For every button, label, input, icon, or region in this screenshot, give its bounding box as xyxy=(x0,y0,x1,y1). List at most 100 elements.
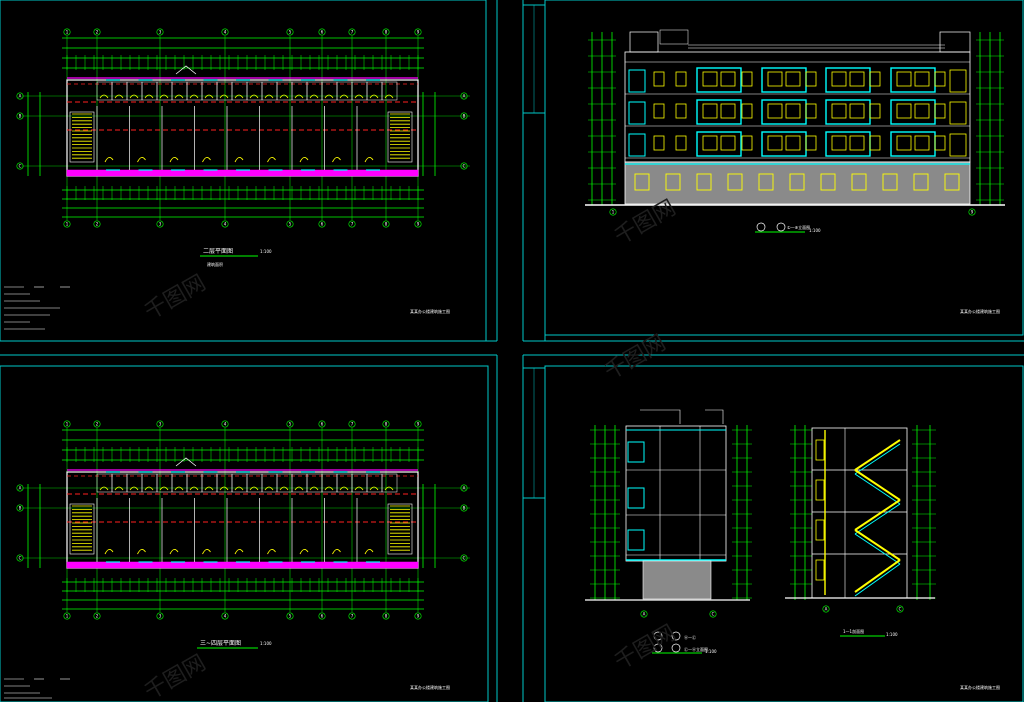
axis-bubble xyxy=(318,612,326,620)
stair-flight xyxy=(854,499,901,531)
axis-bubble-label: A xyxy=(643,612,646,617)
plan-bottom-title-block: 某某办公楼建筑施工图 xyxy=(410,684,450,690)
axis-bubble xyxy=(460,484,468,492)
stair-flight-edge xyxy=(854,533,901,565)
axis-bubble xyxy=(968,208,976,216)
door-swing xyxy=(104,157,114,163)
door-swing xyxy=(234,94,244,99)
stair-flight-edge xyxy=(854,503,901,535)
door-swing xyxy=(219,486,229,491)
door-swing xyxy=(369,94,379,99)
door-swing xyxy=(169,549,179,555)
axis-bubble xyxy=(16,92,24,100)
door-swing xyxy=(159,486,169,491)
axis-bubble xyxy=(460,162,468,170)
axis-bubble xyxy=(156,612,164,620)
axis-bubble xyxy=(16,554,24,562)
axis-bubble-label: A xyxy=(19,486,22,491)
door-swing xyxy=(279,486,289,491)
axis-bubble-label: 6 xyxy=(321,222,324,227)
axis-bubble xyxy=(221,28,229,36)
axis-bubble xyxy=(348,420,356,428)
door-swing xyxy=(204,94,214,99)
door-swing xyxy=(299,549,309,555)
door-swing xyxy=(364,157,374,163)
door-swing xyxy=(99,486,109,491)
door-swing xyxy=(202,549,211,555)
door-swing xyxy=(189,94,199,99)
axis-bubble-label: B xyxy=(463,114,466,119)
axis-bubble xyxy=(414,28,422,36)
door-swing xyxy=(144,486,154,491)
axis-bubble xyxy=(286,28,294,36)
door-swing xyxy=(354,94,364,99)
axis-bubble-label: 8 xyxy=(385,30,388,35)
axis-bubble-label: 1 xyxy=(66,222,69,227)
stair-flight xyxy=(854,559,901,593)
door-swing xyxy=(264,486,274,491)
door-swing xyxy=(324,94,334,99)
front-elevation-scale: 1:100 xyxy=(809,228,821,233)
door-swing xyxy=(174,486,184,491)
side-elevation-title-bottom: Ⓒ—Ⓐ立面图 xyxy=(684,646,708,652)
axis-bubble xyxy=(414,220,422,228)
axis-bubble xyxy=(16,112,24,120)
axis-bubble xyxy=(414,612,422,620)
front-elevation-title-text: ①—⑨立面图 xyxy=(787,224,810,230)
door-swing xyxy=(339,486,349,491)
axis-bubble xyxy=(93,220,101,228)
axis-bubble xyxy=(382,612,390,620)
axis-bubble-label: A xyxy=(825,607,828,612)
door-swing xyxy=(129,94,139,99)
door-swing xyxy=(364,549,374,555)
door-swing xyxy=(99,94,109,99)
axis-bubble-label: 3 xyxy=(159,422,162,427)
axis-bubble-label: 8 xyxy=(385,614,388,619)
door-swing xyxy=(202,157,211,163)
axis-bubble xyxy=(16,484,24,492)
door-swing xyxy=(279,94,289,99)
axis-bubble-label: 3 xyxy=(159,222,162,227)
side-elevation-title-top: Ⓐ—Ⓒ xyxy=(684,634,696,640)
axis-bubble-label: 2 xyxy=(96,614,99,619)
axis-bubble-label: C xyxy=(463,556,466,561)
door-swing xyxy=(189,486,199,491)
axis-bubble xyxy=(348,28,356,36)
watermark-5: 千图网 xyxy=(611,621,681,676)
axis-bubble xyxy=(16,162,24,170)
stair-flight xyxy=(854,439,901,471)
axis-bubble-label: 2 xyxy=(96,422,99,427)
axis-bubble xyxy=(348,612,356,620)
axis-bubble-label: B xyxy=(463,506,466,511)
door-swing xyxy=(309,94,319,99)
front-elevation-title: ①—⑨立面图 1:100 某某办公楼建筑施工图 xyxy=(755,222,1000,314)
stair-flight xyxy=(854,469,901,501)
axis-bubble xyxy=(382,220,390,228)
axis-bubble xyxy=(93,28,101,36)
door-swing xyxy=(114,94,124,99)
door-swing xyxy=(309,486,319,491)
axis-bubble xyxy=(640,610,648,618)
axis-bubble xyxy=(16,504,24,512)
door-swing xyxy=(294,94,304,99)
door-swing xyxy=(159,94,169,99)
door-swing xyxy=(294,486,304,491)
sheet-bottom-left-border xyxy=(0,365,489,702)
stair-flight-edge xyxy=(854,563,901,597)
door-swing xyxy=(267,157,276,163)
axis-bubble-label: 7 xyxy=(351,422,354,427)
door-swing xyxy=(324,486,334,491)
door-swing xyxy=(234,549,244,555)
axis-bubble-label: 3 xyxy=(159,614,162,619)
section-scale: 1:100 xyxy=(886,632,898,637)
door-swing xyxy=(332,549,341,555)
axis-bubble xyxy=(460,554,468,562)
axis-bubble-label: 5 xyxy=(289,422,292,427)
axis-bubble-label: 5 xyxy=(289,30,292,35)
door-swing xyxy=(384,486,394,491)
axis-bubble xyxy=(63,28,71,36)
